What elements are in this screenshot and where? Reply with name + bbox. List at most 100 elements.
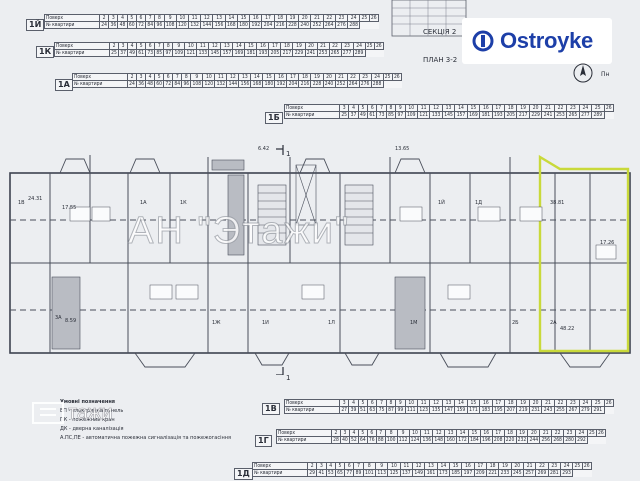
floor-cell: 17 <box>268 42 282 50</box>
apartment-cell: 108 <box>190 80 204 88</box>
apartment-cell: 168 <box>224 21 238 29</box>
apartment-cell: 193 <box>256 49 270 57</box>
room-tag: 1М <box>410 320 418 326</box>
table-row-label: Поверх <box>72 73 128 81</box>
apartment-cell: 255 <box>553 406 568 414</box>
floor-cell: 11 <box>214 73 228 81</box>
section-mark: 1 <box>286 150 291 158</box>
floor-cell: 6 <box>145 42 156 50</box>
apartment-cell: 96 <box>154 21 165 29</box>
apartment-cell: 60 <box>126 21 137 29</box>
apartment-cell: 109 <box>172 49 186 57</box>
watermark-small-text: тажи <box>68 402 113 425</box>
apartment-cell: 24 <box>126 80 138 88</box>
legend-title: Умовні позначення <box>60 399 116 405</box>
floor-cell: 9 <box>172 42 186 50</box>
apartment-cell: 72 <box>163 80 174 88</box>
apartment-cell: 183 <box>479 406 493 414</box>
floor-cell: 24 <box>574 429 588 437</box>
room-tag: 1Д <box>475 200 483 206</box>
floor-cell: 24 <box>578 399 593 407</box>
floor-cell: 10 <box>408 429 422 437</box>
apartment-cell: 135 <box>429 406 443 414</box>
floor-cell: 11 <box>416 104 431 112</box>
floor-cell: 20 <box>527 429 541 437</box>
floor-cell: 7 <box>145 14 156 22</box>
floor-cell: 26 <box>595 429 607 437</box>
room-tag: 1В <box>18 200 25 206</box>
room-area: 8.59 <box>65 318 77 324</box>
apartment-cell: 289 <box>352 49 366 57</box>
floor-cell: 8 <box>385 399 397 407</box>
floor-cell: 22 <box>551 429 565 437</box>
floor-cell: 4 <box>348 104 359 112</box>
floor-cell: 18 <box>503 104 518 112</box>
apartment-cell: 253 <box>553 111 568 119</box>
floor-cell: 22 <box>553 399 568 407</box>
apartment-cell: 147 <box>441 406 456 414</box>
apartment-cell: 205 <box>503 111 518 119</box>
apartment-cell: 204 <box>261 21 275 29</box>
apartment-cell: 77 <box>344 469 355 477</box>
apartment-cell: 36 <box>108 21 119 29</box>
floor-cell: 24 <box>347 14 361 22</box>
floor-cell: 4 <box>127 42 138 50</box>
apartment-cell: 241 <box>304 49 318 57</box>
legend-item: ПК - пожежний кран <box>60 417 115 423</box>
floor-cell: 23 <box>358 73 372 81</box>
floor-cell: 20 <box>304 42 318 50</box>
section-label: СЕКЦІЯ 2 <box>423 28 457 36</box>
floor-cell: 13 <box>444 429 458 437</box>
apartment-cell: 180 <box>262 80 276 88</box>
apartment-cell: 100 <box>384 436 398 444</box>
watermark-logo: тажи <box>30 400 170 426</box>
table-row-label: № квартири <box>44 21 100 29</box>
apartment-cell: 84 <box>172 80 183 88</box>
apartment-cell: 181 <box>479 111 493 119</box>
floor-cell: 24 <box>352 42 366 50</box>
apartment-cell: 76 <box>366 436 377 444</box>
floor-cell: 25 <box>586 429 597 437</box>
floor-cell: 18 <box>280 42 294 50</box>
floor-cell: 2 <box>331 429 341 437</box>
apartment-cell: 257 <box>522 469 537 477</box>
apartment-cell: 291 <box>591 406 605 414</box>
table-tag-1d: 1Д <box>234 468 253 480</box>
apartment-cell: 132 <box>214 80 228 88</box>
floor-cell: 22 <box>322 14 336 22</box>
apartment-cell: 217 <box>280 49 294 57</box>
etazhi-logo-icon <box>32 402 64 424</box>
apartment-cell: 111 <box>404 406 418 414</box>
floor-cell: 2 <box>98 14 110 22</box>
apartment-cell: 49 <box>357 111 369 119</box>
legend-item: ДК - дверна каналізація <box>60 426 124 432</box>
floor-cell: 18 <box>273 14 287 22</box>
floor-cell: 18 <box>485 462 500 470</box>
table-row-label: Поверх <box>252 462 308 470</box>
floor-cell: 16 <box>256 42 270 50</box>
watermark: АН "Этажи" <box>127 210 351 253</box>
floor-cell: 11 <box>196 42 210 50</box>
floor-cell: 14 <box>456 429 469 437</box>
apartment-cell: 269 <box>535 469 549 477</box>
apartment-cell: 133 <box>429 111 443 119</box>
floor-cell: 3 <box>338 399 350 407</box>
apartment-cell: 125 <box>387 469 401 477</box>
apartment-cell: 73 <box>376 111 387 119</box>
apartment-cell: 61 <box>136 49 147 57</box>
table-row-label: Поверх <box>44 14 100 22</box>
apartment-cell: 220 <box>503 436 517 444</box>
apartment-cell: 120 <box>202 80 216 88</box>
apartment-cell: 264 <box>346 80 360 88</box>
ostroyke-logo[interactable]: Ostroyke <box>462 18 612 64</box>
floor-cell: 19 <box>515 429 529 437</box>
apartment-cell: 288 <box>347 21 361 29</box>
